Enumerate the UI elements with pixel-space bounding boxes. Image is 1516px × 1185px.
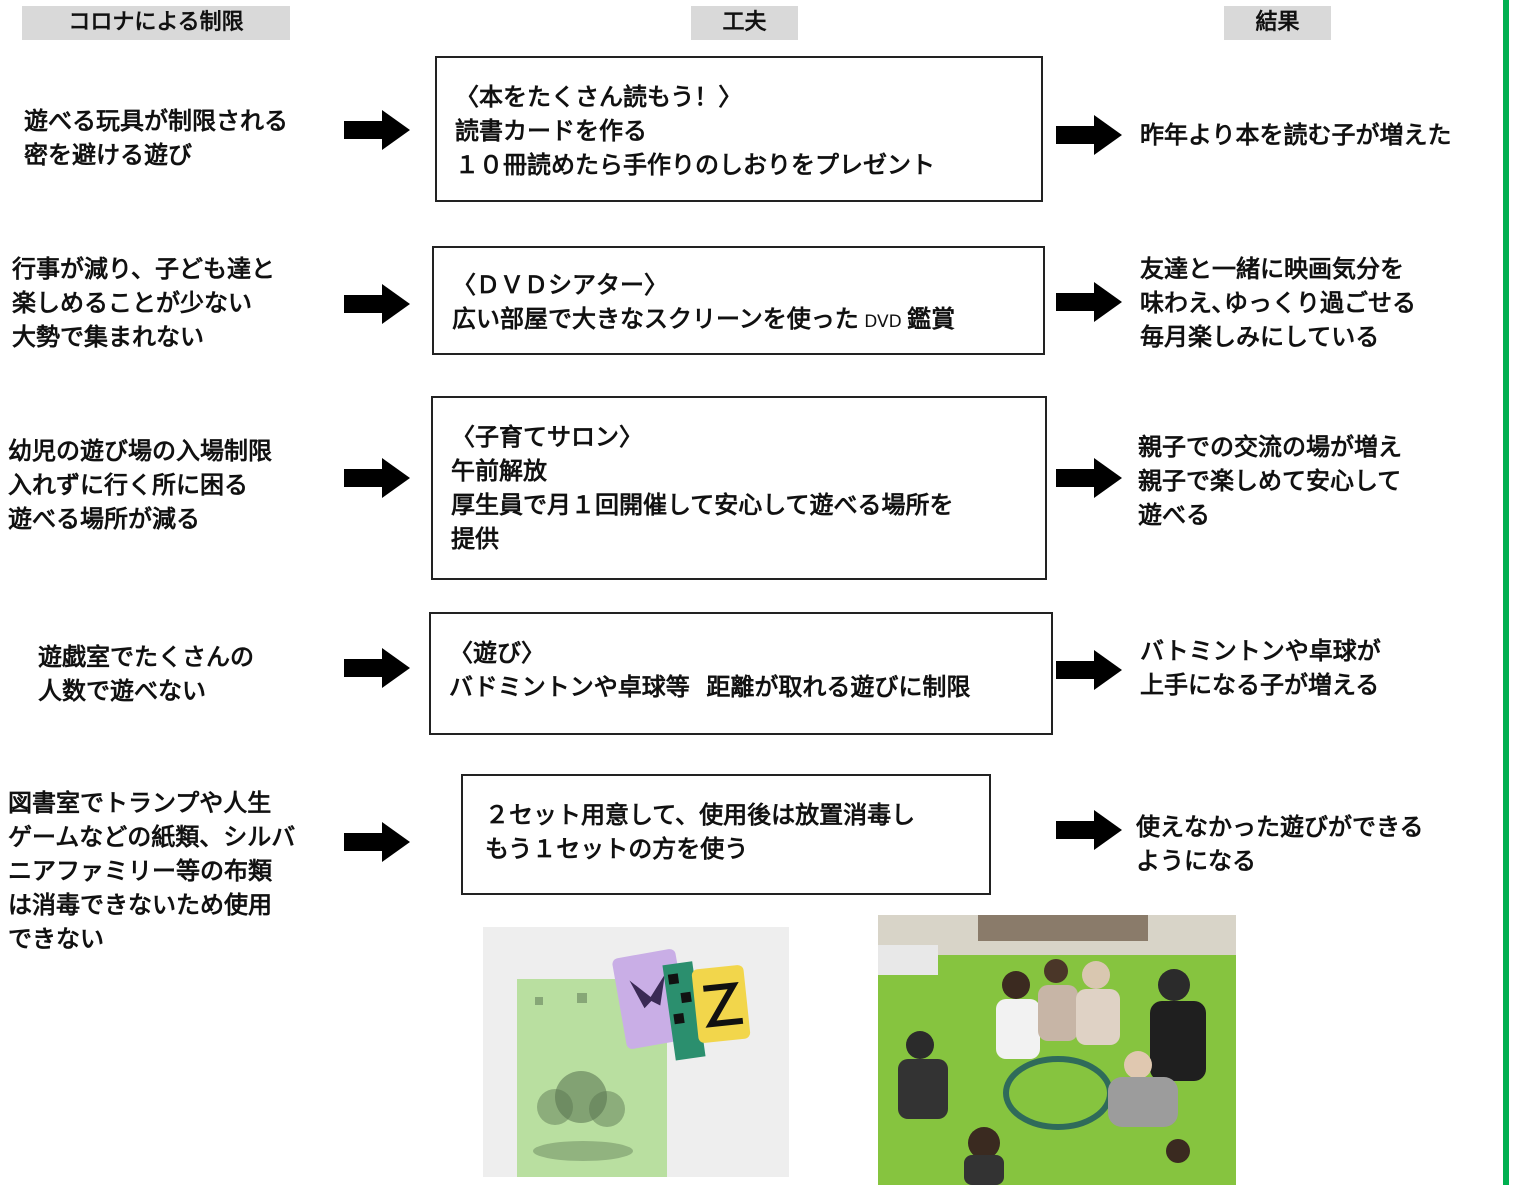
arrow-icon xyxy=(344,458,410,498)
header-limit: コロナによる制限 xyxy=(22,6,290,40)
result-text-3: 親子での交流の場が増え 親子で楽しめて安心して 遊べる xyxy=(1138,433,1402,529)
limit-text-4: 遊戯室でたくさんの 人数で遊べない xyxy=(38,643,254,705)
limit-text-3: 幼児の遊び場の入場制限 入れずに行く所に困る 遊べる場所が減る xyxy=(8,437,272,533)
arrow-icon xyxy=(1056,115,1122,155)
limit-text-1: 遊べる玩具が制限される 密を避ける遊び xyxy=(24,107,288,169)
idea-box-4: 〈遊び〉 バドミントンや卓球等 距離が取れる遊びに制限 xyxy=(429,612,1053,735)
header-idea: 工夫 xyxy=(691,6,798,40)
limit-text-2: 行事が減り、子ども達と 楽しめることが少ない 大勢で集まれない xyxy=(12,255,276,351)
idea-box-2: 〈ＤＶＤシアター〉 広い部屋で大きなスクリーンを使った DVD 鑑賞 xyxy=(432,246,1045,355)
idea-desc-2c: 鑑賞 xyxy=(907,305,956,333)
limit-text-5: 図書室でトランプや人生 ゲームなどの紙類、シルバ ニアファミリー等の布類 は消毒… xyxy=(8,789,296,953)
idea-desc-2a: 広い部屋で大きなスクリーンを使った xyxy=(452,305,859,333)
idea-box-5: ２セット用意して、使用後は放置消毒し もう１セットの方を使う xyxy=(461,774,991,895)
header-result: 結果 xyxy=(1224,6,1331,40)
idea-title-2: 〈ＤＶＤシアター〉 xyxy=(452,271,668,299)
salon-photo xyxy=(878,915,1236,1185)
idea-desc-2b: DVD xyxy=(858,312,908,332)
arrow-icon xyxy=(344,284,410,324)
idea-box-3: 〈子育てサロン〉 午前解放 厚生員で月１回開催して安心して遊べる場所を 提供 xyxy=(431,396,1047,580)
result-text-1: 昨年より本を読む子が増えた xyxy=(1140,121,1452,149)
arrow-icon xyxy=(1056,650,1122,690)
bookmark-photo xyxy=(483,927,789,1177)
result-text-4: バトミントンや卓球が 上手になる子が増える xyxy=(1140,637,1381,699)
arrow-icon xyxy=(344,648,410,688)
arrow-icon xyxy=(1056,282,1122,322)
arrow-icon xyxy=(344,822,410,862)
result-text-5: 使えなかった遊びができる ようになる xyxy=(1136,813,1424,875)
arrow-icon xyxy=(344,110,410,150)
page-border xyxy=(1503,0,1509,1185)
arrow-icon xyxy=(1056,810,1122,850)
result-text-2: 友達と一緒に映画気分を 味わえ､ゆっくり過ごせる 毎月楽しみにしている xyxy=(1140,255,1416,351)
arrow-icon xyxy=(1056,458,1122,498)
idea-box-1: 〈本をたくさん読もう！〉 読書カードを作る １０冊読めたら手作りのしおりをプレゼ… xyxy=(435,56,1043,202)
